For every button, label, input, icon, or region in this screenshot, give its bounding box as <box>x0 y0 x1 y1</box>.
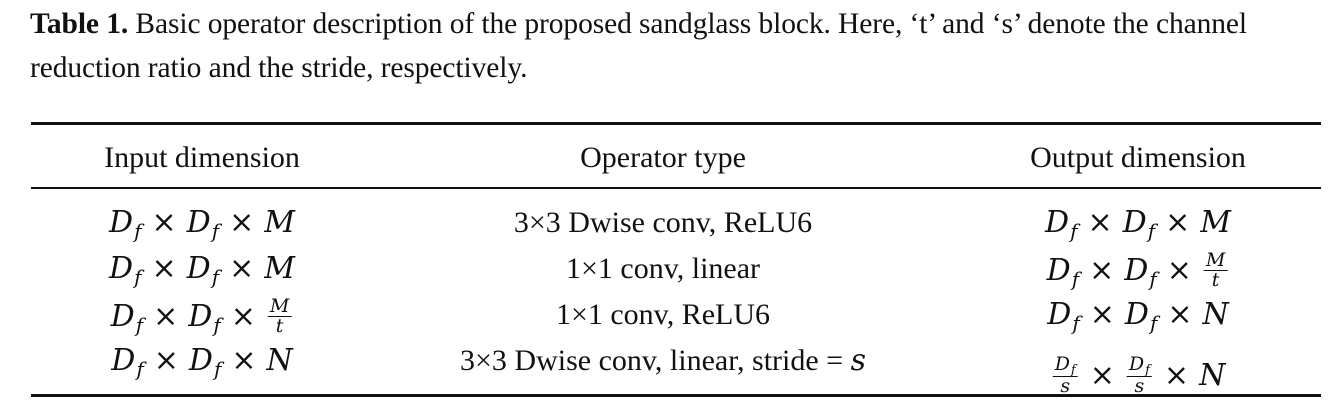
row1-operator: 3×3 Dwise conv, ReLU6 <box>513 206 813 239</box>
fraction-df-over-s: Df s <box>1052 353 1078 397</box>
fraction-df-over-s: Df s <box>1126 353 1152 397</box>
header-output-dimension: Output dimension <box>1030 141 1246 174</box>
caption-text: Basic operator description of the propos… <box>30 8 1247 84</box>
header-operator-type: Operator type <box>580 141 746 174</box>
row4-output: Df s × Df s × N <box>1051 343 1226 397</box>
row4-operator: 3×3 Dwise conv, linear, stride = s <box>459 343 867 378</box>
fraction-m-over-t: M t <box>267 295 292 337</box>
row2-operator: 1×1 conv, linear <box>565 252 761 285</box>
math-expression: Df s × Df s × N <box>1052 353 1226 397</box>
table-label: Table 1. <box>30 8 129 40</box>
table-caption: Table 1. Basic operator description of t… <box>30 2 1330 90</box>
row3-operator: 1×1 conv, ReLU6 <box>555 298 771 331</box>
header-input-dimension: Input dimension <box>104 141 300 174</box>
fraction-m-over-t: M t <box>1203 249 1228 291</box>
top-rule <box>31 122 1321 125</box>
header-rule <box>31 187 1321 189</box>
bottom-rule <box>31 394 1321 397</box>
